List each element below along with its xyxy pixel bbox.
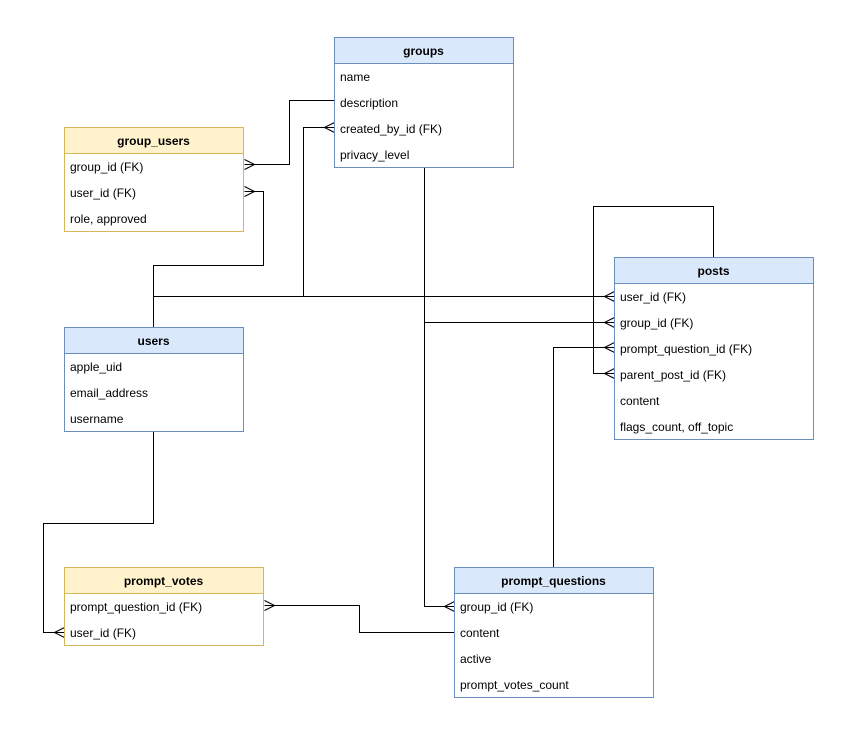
relationship-users-to-group_users[interactable] xyxy=(153,186,264,328)
crows-foot-many-icon xyxy=(54,627,65,638)
table-prompt_questions[interactable]: prompt_questions group_id (FK) content acti… xyxy=(454,567,654,698)
foreign-key-field: user_id (FK) xyxy=(70,626,136,640)
relationship-line xyxy=(424,322,455,607)
table-posts[interactable]: posts user_id (FK) group_id (FK) prompt_que… xyxy=(614,257,814,440)
table-prompt_votes-header xyxy=(64,567,264,594)
table-field: role, approved xyxy=(70,212,147,226)
entity-tables: groups name description created_by_id (FK) p… xyxy=(64,37,814,698)
relationship-line xyxy=(424,164,615,323)
table-posts-box xyxy=(614,257,814,440)
foreign-key-field: created_by_id (FK) xyxy=(340,122,442,136)
table-field: content xyxy=(460,626,500,640)
table-field: flags_count, off_topic xyxy=(620,420,733,434)
table-group_users[interactable]: group_users group_id (FK) user_id (FK) role… xyxy=(64,127,244,232)
table-title: prompt_votes xyxy=(124,574,204,588)
table-prompt_votes[interactable]: prompt_votes prompt_question_id (FK) user_… xyxy=(64,567,264,646)
foreign-key-field: prompt_question_id (FK) xyxy=(620,342,752,356)
table-field: content xyxy=(620,394,660,408)
table-groups-header xyxy=(334,37,514,64)
relationship-line xyxy=(244,100,335,165)
crows-foot-many-icon xyxy=(244,159,255,170)
relationship-prompt_questions-to-posts[interactable] xyxy=(553,342,615,568)
table-field: username xyxy=(70,412,124,426)
table-posts-header xyxy=(614,257,814,284)
table-title: prompt_questions xyxy=(501,574,606,588)
relationship-edges xyxy=(43,100,714,638)
table-group_users-header xyxy=(64,127,244,154)
relationship-groups-to-group_users[interactable] xyxy=(244,100,335,170)
table-field: active xyxy=(460,652,492,666)
crows-foot-many-icon xyxy=(324,122,335,133)
relationship-users-to-prompt_votes[interactable] xyxy=(43,431,154,638)
foreign-key-field: user_id (FK) xyxy=(620,290,686,304)
relationship-line xyxy=(264,605,455,633)
relationship-posts-to-posts-parent[interactable] xyxy=(593,206,714,379)
relationship-prompt_questions-to-prompt_votes[interactable] xyxy=(264,600,455,633)
table-field: privacy_level xyxy=(340,148,409,162)
crows-foot-many-icon xyxy=(244,186,255,197)
relationship-line xyxy=(553,347,615,568)
relationship-groups-to-prompt_questions[interactable] xyxy=(424,322,455,612)
foreign-key-field: parent_post_id (FK) xyxy=(620,368,726,382)
relationship-line xyxy=(153,191,264,328)
table-users-header xyxy=(64,327,244,354)
table-groups[interactable]: groups name description created_by_id (FK) p… xyxy=(334,37,514,168)
table-users[interactable]: users apple_uid email_address username xyxy=(64,327,244,432)
table-prompt_questions-header xyxy=(454,567,654,594)
crows-foot-many-icon xyxy=(604,342,615,353)
relationship-line xyxy=(43,431,154,633)
table-field: name xyxy=(340,70,370,84)
crows-foot-many-icon xyxy=(604,317,615,328)
crows-foot-many-icon xyxy=(604,291,615,302)
table-field: email_address xyxy=(70,386,148,400)
crows-foot-many-icon xyxy=(604,368,615,379)
relationship-line xyxy=(593,206,714,374)
foreign-key-field: user_id (FK) xyxy=(70,186,136,200)
table-title: group_users xyxy=(117,134,190,148)
table-title: groups xyxy=(403,44,444,58)
foreign-key-field: group_id (FK) xyxy=(460,600,533,614)
foreign-key-field: prompt_question_id (FK) xyxy=(70,600,202,614)
foreign-key-field: group_id (FK) xyxy=(70,160,143,174)
table-title: posts xyxy=(697,264,729,278)
table-field: prompt_votes_count xyxy=(460,678,569,692)
table-title: users xyxy=(137,334,169,348)
relationship-groups-to-posts[interactable] xyxy=(424,164,615,328)
crows-foot-many-icon xyxy=(444,601,455,612)
relationship-users-to-posts[interactable] xyxy=(153,291,615,302)
table-field: description xyxy=(340,96,398,110)
crows-foot-many-icon xyxy=(264,600,275,611)
foreign-key-field: group_id (FK) xyxy=(620,316,693,330)
table-field: apple_uid xyxy=(70,360,122,374)
